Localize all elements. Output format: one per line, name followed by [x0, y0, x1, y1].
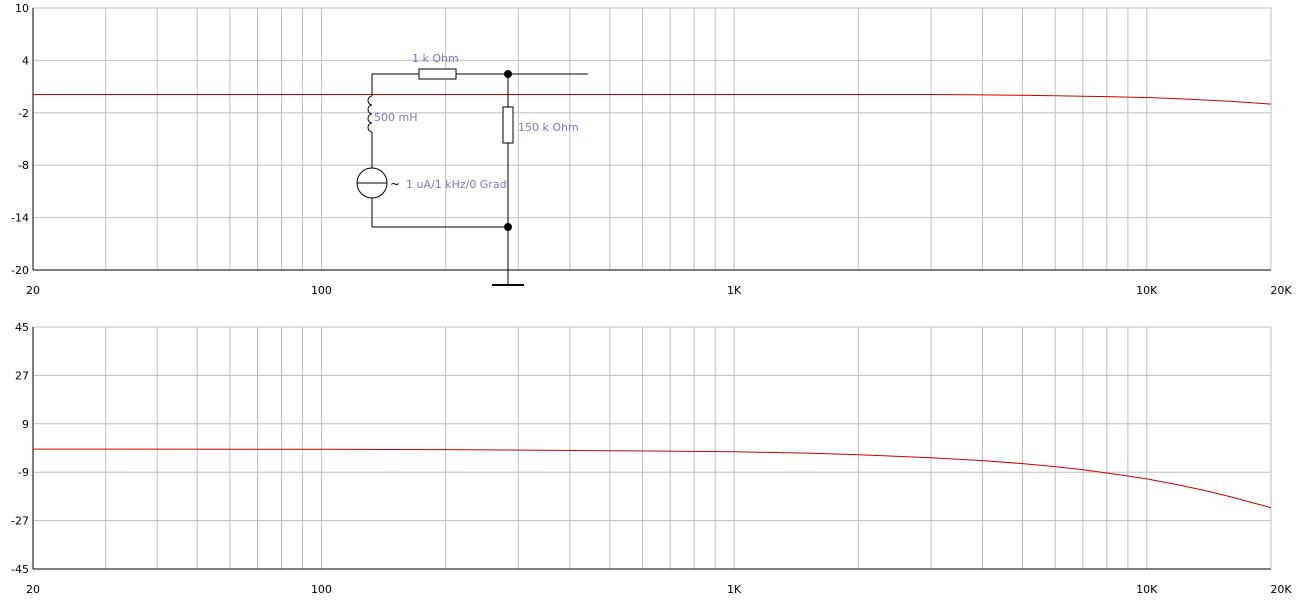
x-tick-label: 20K — [1270, 583, 1292, 596]
junction-dot-top — [504, 70, 512, 78]
y-tick-label: 9 — [22, 418, 29, 431]
current-source-label: 1 uA/1 kHz/0 Grad — [406, 178, 507, 191]
x-tick-label: 10K — [1136, 284, 1158, 297]
x-tick-label: 20 — [26, 583, 40, 596]
y-tick-label: 27 — [15, 369, 29, 382]
x-tick-label: 20 — [26, 284, 40, 297]
x-tick-label: 10K — [1136, 583, 1158, 596]
x-tick-label: 1K — [727, 284, 742, 297]
y-tick-label: -8 — [18, 159, 29, 172]
y-tick-label: -14 — [11, 212, 29, 225]
magnitude-chart: 10 4 -2 -8 -14 -20 20 100 1K 10K 20K — [11, 2, 1292, 297]
series-line — [32, 448, 1272, 509]
shunt-resistor — [502, 106, 514, 144]
y-tick-label: -2 — [18, 107, 29, 120]
inductor-coil — [367, 95, 373, 133]
x-tick-label: 20K — [1270, 284, 1292, 297]
circuit-schematic — [356, 68, 588, 286]
y-tick-label: 45 — [15, 321, 29, 334]
x-tick-label: 100 — [311, 583, 332, 596]
series-line — [33, 94, 1272, 105]
y-tick-label: 10 — [15, 2, 29, 15]
phase-chart: 45 27 9 -9 -27 -45 20 100 1K 10K 20K — [11, 321, 1292, 596]
x-tick-label: 100 — [311, 284, 332, 297]
inductor-label: 500 mH — [374, 111, 417, 124]
y-tick-label: 4 — [22, 54, 29, 67]
y-tick-label: -9 — [18, 466, 29, 479]
ac-symbol-icon: ~ — [390, 177, 400, 191]
x-tick-label: 1K — [727, 583, 742, 596]
y-tick-label: -45 — [11, 563, 29, 576]
shunt-resistor-label: 150 k Ohm — [518, 121, 579, 134]
junction-dot-bottom — [504, 223, 512, 231]
y-tick-label: -27 — [11, 515, 29, 528]
series-resistor-label: 1 k Ohm — [412, 52, 459, 65]
series-resistor — [418, 68, 457, 80]
y-tick-label: -20 — [11, 264, 29, 277]
